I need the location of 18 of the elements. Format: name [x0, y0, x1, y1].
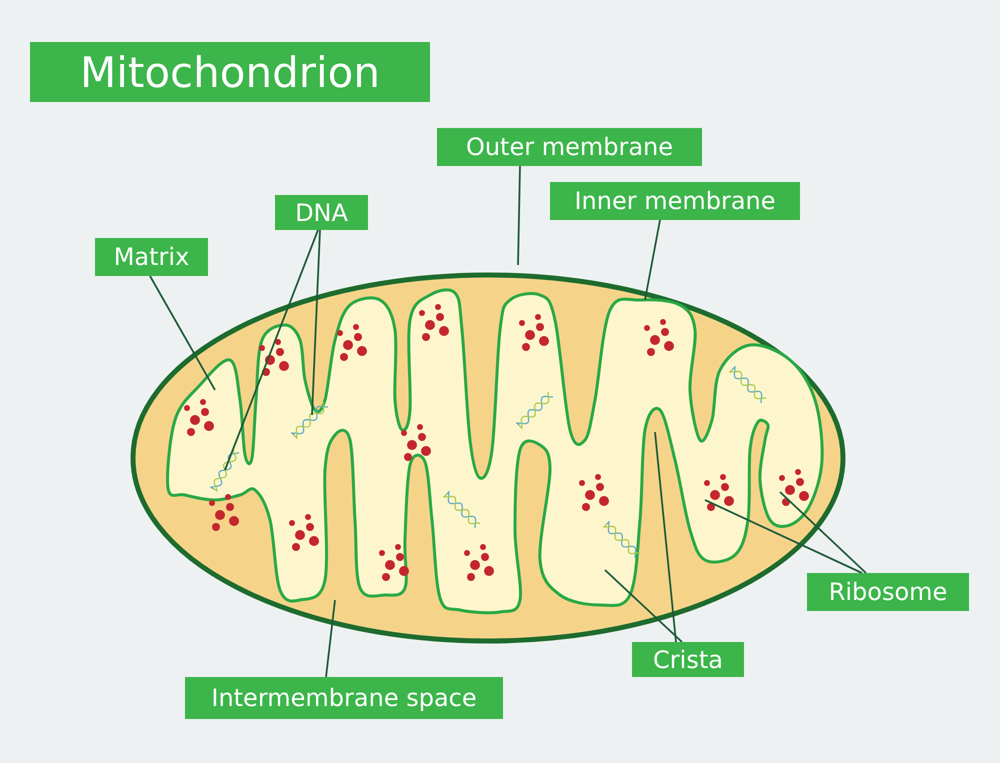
leader-line	[644, 220, 661, 300]
part-label: Inner membrane	[550, 182, 800, 220]
leader-line	[325, 600, 336, 678]
part-label: Intermembrane space	[185, 677, 503, 719]
leader-line	[704, 499, 862, 574]
part-label: DNA	[275, 195, 368, 230]
leader-line	[654, 432, 677, 642]
leader-line	[224, 230, 319, 470]
leader-line	[517, 166, 521, 266]
part-label: Matrix	[95, 238, 208, 276]
part-label: Ribosome	[807, 573, 969, 611]
leader-line	[311, 230, 321, 416]
part-label: Crista	[632, 642, 744, 677]
leader-line	[779, 491, 867, 574]
leader-line	[604, 569, 683, 643]
leader-line	[149, 276, 216, 390]
part-label: Outer membrane	[437, 128, 702, 166]
title: Mitochondrion	[30, 42, 430, 102]
